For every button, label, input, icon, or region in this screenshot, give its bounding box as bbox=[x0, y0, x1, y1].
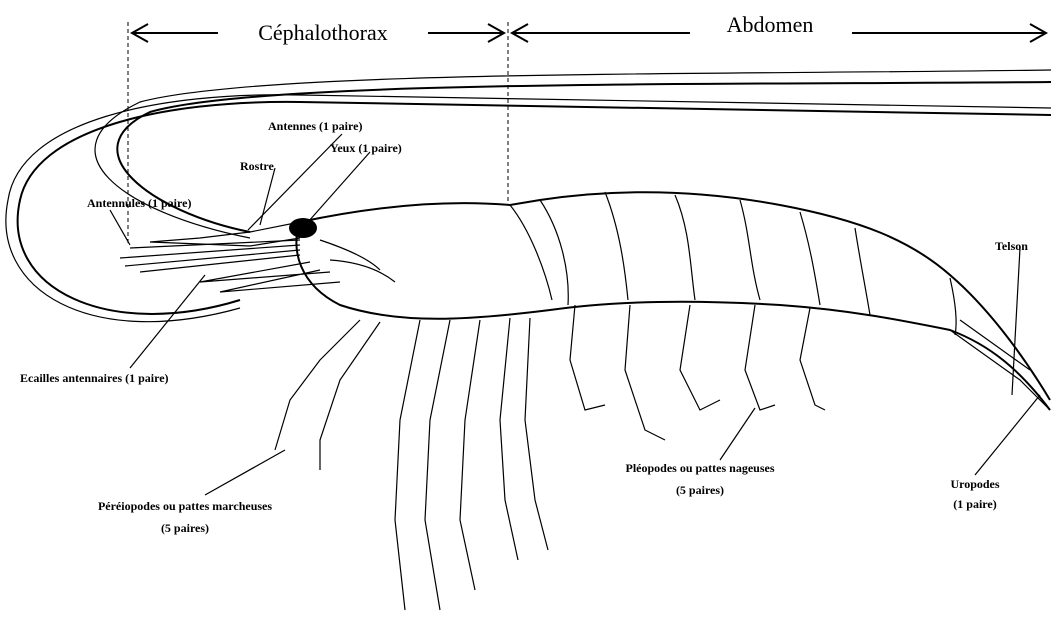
label-pleopodes: Pléopodes ou pattes nageuses bbox=[625, 461, 774, 475]
label-uropodes-count: (1 paire) bbox=[953, 497, 996, 511]
label-pereiopodes-count: (5 paires) bbox=[161, 521, 209, 535]
label-yeux: Yeux (1 paire) bbox=[330, 141, 402, 155]
abdomen-title: Abdomen bbox=[727, 12, 814, 37]
pleopods-drawing bbox=[570, 305, 825, 440]
label-pleopodes-count: (5 paires) bbox=[676, 483, 724, 497]
label-antennules: Antennules (1 paire) bbox=[87, 196, 191, 210]
label-antennes: Antennes (1 paire) bbox=[268, 119, 362, 133]
antennules-drawing bbox=[120, 240, 340, 292]
leader-lines bbox=[110, 134, 1040, 495]
label-telson: Telson bbox=[995, 239, 1028, 253]
label-uropodes: Uropodes bbox=[950, 477, 999, 491]
label-pereiopodes: Péréiopodes ou pattes marcheuses bbox=[98, 499, 272, 513]
eye bbox=[289, 218, 317, 238]
shrimp-body bbox=[150, 192, 1050, 410]
label-ecailles: Ecailles antennaires (1 paire) bbox=[20, 371, 169, 385]
cephalothorax-title: Céphalothorax bbox=[258, 20, 388, 45]
pereiopods-drawing bbox=[275, 318, 548, 610]
label-rostre: Rostre bbox=[240, 159, 274, 173]
